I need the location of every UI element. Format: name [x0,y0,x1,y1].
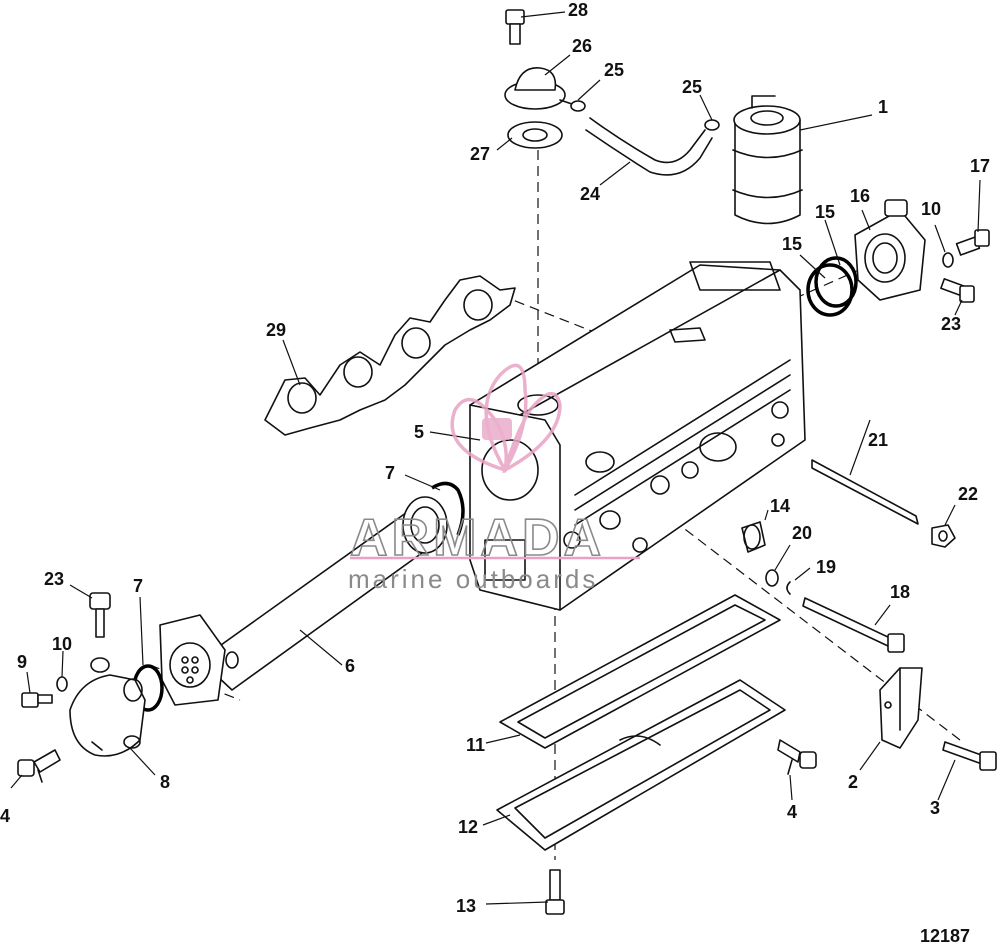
gasket-11 [499,594,781,749]
callout-20: 20 [792,523,812,543]
callout-3: 3 [930,798,940,818]
callout-21: 21 [868,430,888,450]
nut-22 [931,524,956,548]
callout-29: 29 [266,320,286,340]
callout-labels: 28 26 25 25 1 27 24 17 16 15 15 10 23 29… [0,0,990,916]
callout-4-left: 4 [0,806,10,826]
oring-7-mid [431,481,465,536]
bracket-2 [879,667,923,749]
washer-10-left [56,676,68,692]
watermark-tagline: marine outboards [348,564,598,594]
callout-26: 26 [572,36,592,56]
callout-15: 15 [782,234,802,254]
spacer-14 [741,521,766,553]
figure-id: 12187 [920,926,970,945]
watermark-text: ARMADA marine outboards [348,508,640,594]
callout-8: 8 [160,772,170,792]
callout-22: 22 [958,484,978,504]
callout-25: 25 [604,60,624,80]
stud-21 [811,459,919,525]
bolt-23-left [89,592,111,638]
bolt-13 [545,869,565,915]
callout-13: 13 [456,896,476,916]
cover-plate-12 [496,679,786,851]
callout-9: 9 [17,652,27,672]
callout-24: 24 [580,184,600,204]
clip-19 [786,581,791,595]
callout-14: 14 [770,496,790,516]
watermark-logo [450,363,562,474]
end-cap-8 [69,657,146,757]
gasket-29 [264,275,516,436]
housing-16 [854,199,926,301]
bolt-17 [955,229,990,256]
callout-4-right: 4 [787,802,797,822]
bolt-28 [505,9,525,45]
callout-17: 17 [970,156,990,176]
canister-1 [732,95,803,225]
clamp-25a [570,100,586,112]
callout-28: 28 [568,0,588,20]
oring-15a [806,263,854,317]
callout-7: 7 [385,463,395,483]
clamp-25b [704,119,720,131]
bolt-9 [21,692,53,708]
bolt-18 [802,597,905,653]
manifold-block-5 [469,261,806,611]
callout-2: 2 [848,772,858,792]
callout-5: 5 [414,422,424,442]
callout-23-left: 23 [44,569,64,589]
cooler-tube-6 [159,496,448,706]
hose-24 [585,117,713,176]
callout-16: 16 [850,186,870,206]
callout-19: 19 [816,557,836,577]
cap-26 [504,67,573,110]
leader-lines [10,11,981,905]
callout-15: 15 [815,202,835,222]
callout-10-left: 10 [52,634,72,654]
washer-20 [765,569,779,587]
callout-25: 25 [682,77,702,97]
callout-23: 23 [941,314,961,334]
callout-11: 11 [466,735,485,755]
callout-10: 10 [921,199,941,219]
gasket-27 [507,121,563,149]
callout-6: 6 [345,656,355,676]
callout-18: 18 [890,582,910,602]
fitting-4-left [17,749,61,783]
washer-10-right [942,252,954,268]
bolt-23-right [940,278,975,303]
bolt-3 [942,741,997,771]
callout-7-left: 7 [133,576,143,596]
callout-12: 12 [458,817,478,837]
callout-27: 27 [470,144,490,164]
fitting-4-right [777,739,817,775]
oring-15b [814,256,858,308]
callout-1: 1 [878,97,888,117]
